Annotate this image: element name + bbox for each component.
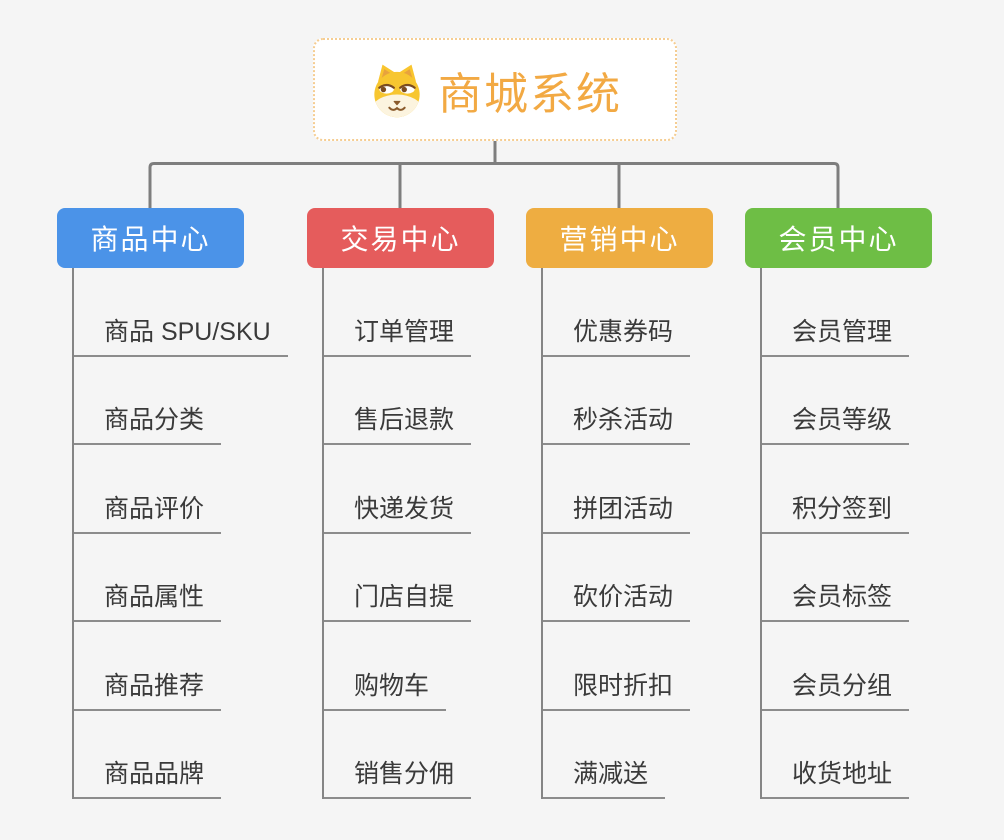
child-node[interactable]: 商品评价 [73,445,222,534]
branch-label: 会员中心 [778,224,899,255]
root-node[interactable]: 商城系统 [313,38,677,141]
child-node[interactable]: 限时折扣 [542,622,691,711]
branch-node-trade-center[interactable]: 交易中心 [307,208,494,268]
branch-children-product-center: 商品 SPU/SKU 商品分类 商品评价 商品属性 商品推荐 商品品牌 [72,268,288,799]
child-node[interactable]: 销售分佣 [323,711,472,799]
child-node[interactable]: 积分签到 [761,445,910,534]
branch-label: 营销中心 [559,224,680,255]
branch-label: 交易中心 [340,224,461,255]
child-node[interactable]: 商品分类 [73,357,222,445]
child-node[interactable]: 门店自提 [323,534,472,622]
branch-node-product-center[interactable]: 商品中心 [57,208,244,268]
child-node[interactable]: 商品品牌 [73,711,222,799]
child-node[interactable]: 优惠券码 [542,268,691,357]
branch-node-member-center[interactable]: 会员中心 [745,208,932,268]
child-node[interactable]: 会员分组 [761,622,910,711]
child-node[interactable]: 购物车 [323,622,447,711]
child-node[interactable]: 会员管理 [761,268,910,357]
branch-children-member-center: 会员管理 会员等级 积分签到 会员标签 会员分组 收货地址 [759,268,910,799]
child-node[interactable]: 商品属性 [73,534,222,622]
child-node[interactable]: 满减送 [542,711,666,799]
child-node[interactable]: 快递发货 [323,445,472,534]
branch-node-marketing-center[interactable]: 营销中心 [526,208,713,268]
child-node[interactable]: 秒杀活动 [542,357,691,445]
child-node[interactable]: 砍价活动 [542,534,691,622]
child-node[interactable]: 售后退款 [323,357,472,445]
branch-children-marketing-center: 优惠券码 秒杀活动 拼团活动 砍价活动 限时折扣 满减送 [540,268,691,799]
root-title: 商城系统 [438,69,622,119]
branch-label: 商品中心 [90,224,211,255]
child-node[interactable]: 订单管理 [323,268,472,357]
child-node[interactable]: 商品 SPU/SKU [73,268,288,357]
child-node[interactable]: 会员标签 [761,534,910,622]
child-node[interactable]: 商品推荐 [73,622,222,711]
dog-face-icon [374,64,420,117]
branch-children-trade-center: 订单管理 售后退款 快递发货 门店自提 购物车 销售分佣 [321,268,472,799]
child-node[interactable]: 会员等级 [761,357,910,445]
child-node[interactable]: 收货地址 [761,711,910,799]
child-node[interactable]: 拼团活动 [542,445,691,534]
